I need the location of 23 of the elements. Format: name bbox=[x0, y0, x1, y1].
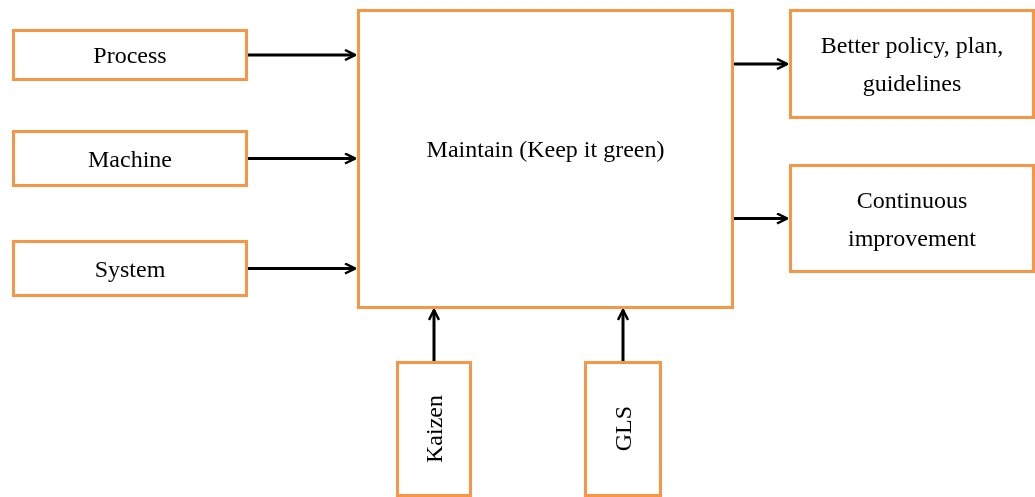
arrow bbox=[248, 262, 357, 275]
input-box bbox=[396, 361, 472, 497]
input-box bbox=[789, 9, 1035, 119]
box-label: Better policy, plan, guidelines bbox=[819, 31, 1005, 98]
input-box bbox=[12, 29, 248, 81]
process-box bbox=[357, 9, 734, 309]
input-box bbox=[12, 240, 248, 297]
input-box bbox=[12, 130, 248, 187]
box-label: Kaizen bbox=[420, 395, 448, 463]
input-box bbox=[789, 164, 1035, 273]
box-label: GLS bbox=[609, 406, 637, 452]
arrow bbox=[427, 308, 441, 361]
box-label: Machine bbox=[88, 144, 172, 174]
input-box bbox=[584, 361, 662, 497]
box-label: System bbox=[94, 254, 166, 284]
box-label: Process bbox=[93, 41, 167, 70]
box-label: Maintain (Keep it green) bbox=[426, 135, 665, 164]
arrow bbox=[248, 152, 357, 165]
arrow bbox=[734, 57, 789, 71]
arrow bbox=[734, 212, 789, 225]
box-label: Continuous improvement bbox=[847, 185, 977, 253]
arrow bbox=[248, 48, 357, 62]
arrow bbox=[616, 308, 630, 361]
